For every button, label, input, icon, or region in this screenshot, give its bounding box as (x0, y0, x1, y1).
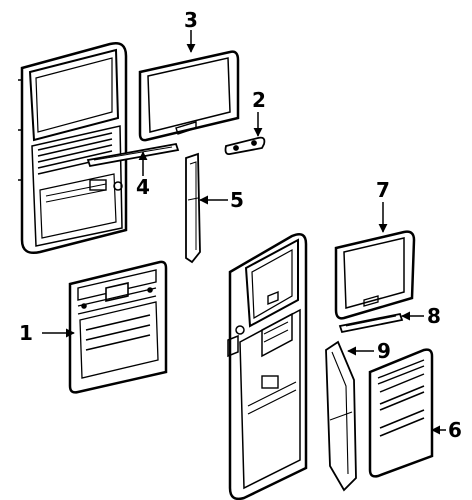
window-frame-lower (334, 230, 416, 320)
callout-6: 6 (448, 418, 462, 442)
callout-8: 8 (427, 304, 441, 328)
callout-1: 1 (19, 321, 33, 345)
trim-panel-left (68, 260, 168, 394)
window-sill-strip-upper (86, 142, 180, 168)
callout-9: 9 (377, 339, 391, 363)
glass-run-channel-lower (325, 340, 357, 492)
callout-2: 2 (252, 88, 266, 112)
leader-lines (42, 30, 446, 435)
callout-7: 7 (376, 178, 390, 202)
callout-3: 3 (184, 8, 198, 32)
glass-run-channel-upper (185, 152, 201, 264)
side-door-upper (18, 42, 128, 254)
window-frame-upper (138, 50, 240, 142)
side-door-lower (227, 233, 308, 500)
door-handle (224, 136, 266, 155)
callout-4: 4 (136, 175, 150, 199)
callout-5: 5 (230, 188, 244, 212)
callout-numbers: 1 2 3 4 5 6 7 8 9 (19, 8, 462, 442)
trim-panel-right (368, 348, 434, 478)
